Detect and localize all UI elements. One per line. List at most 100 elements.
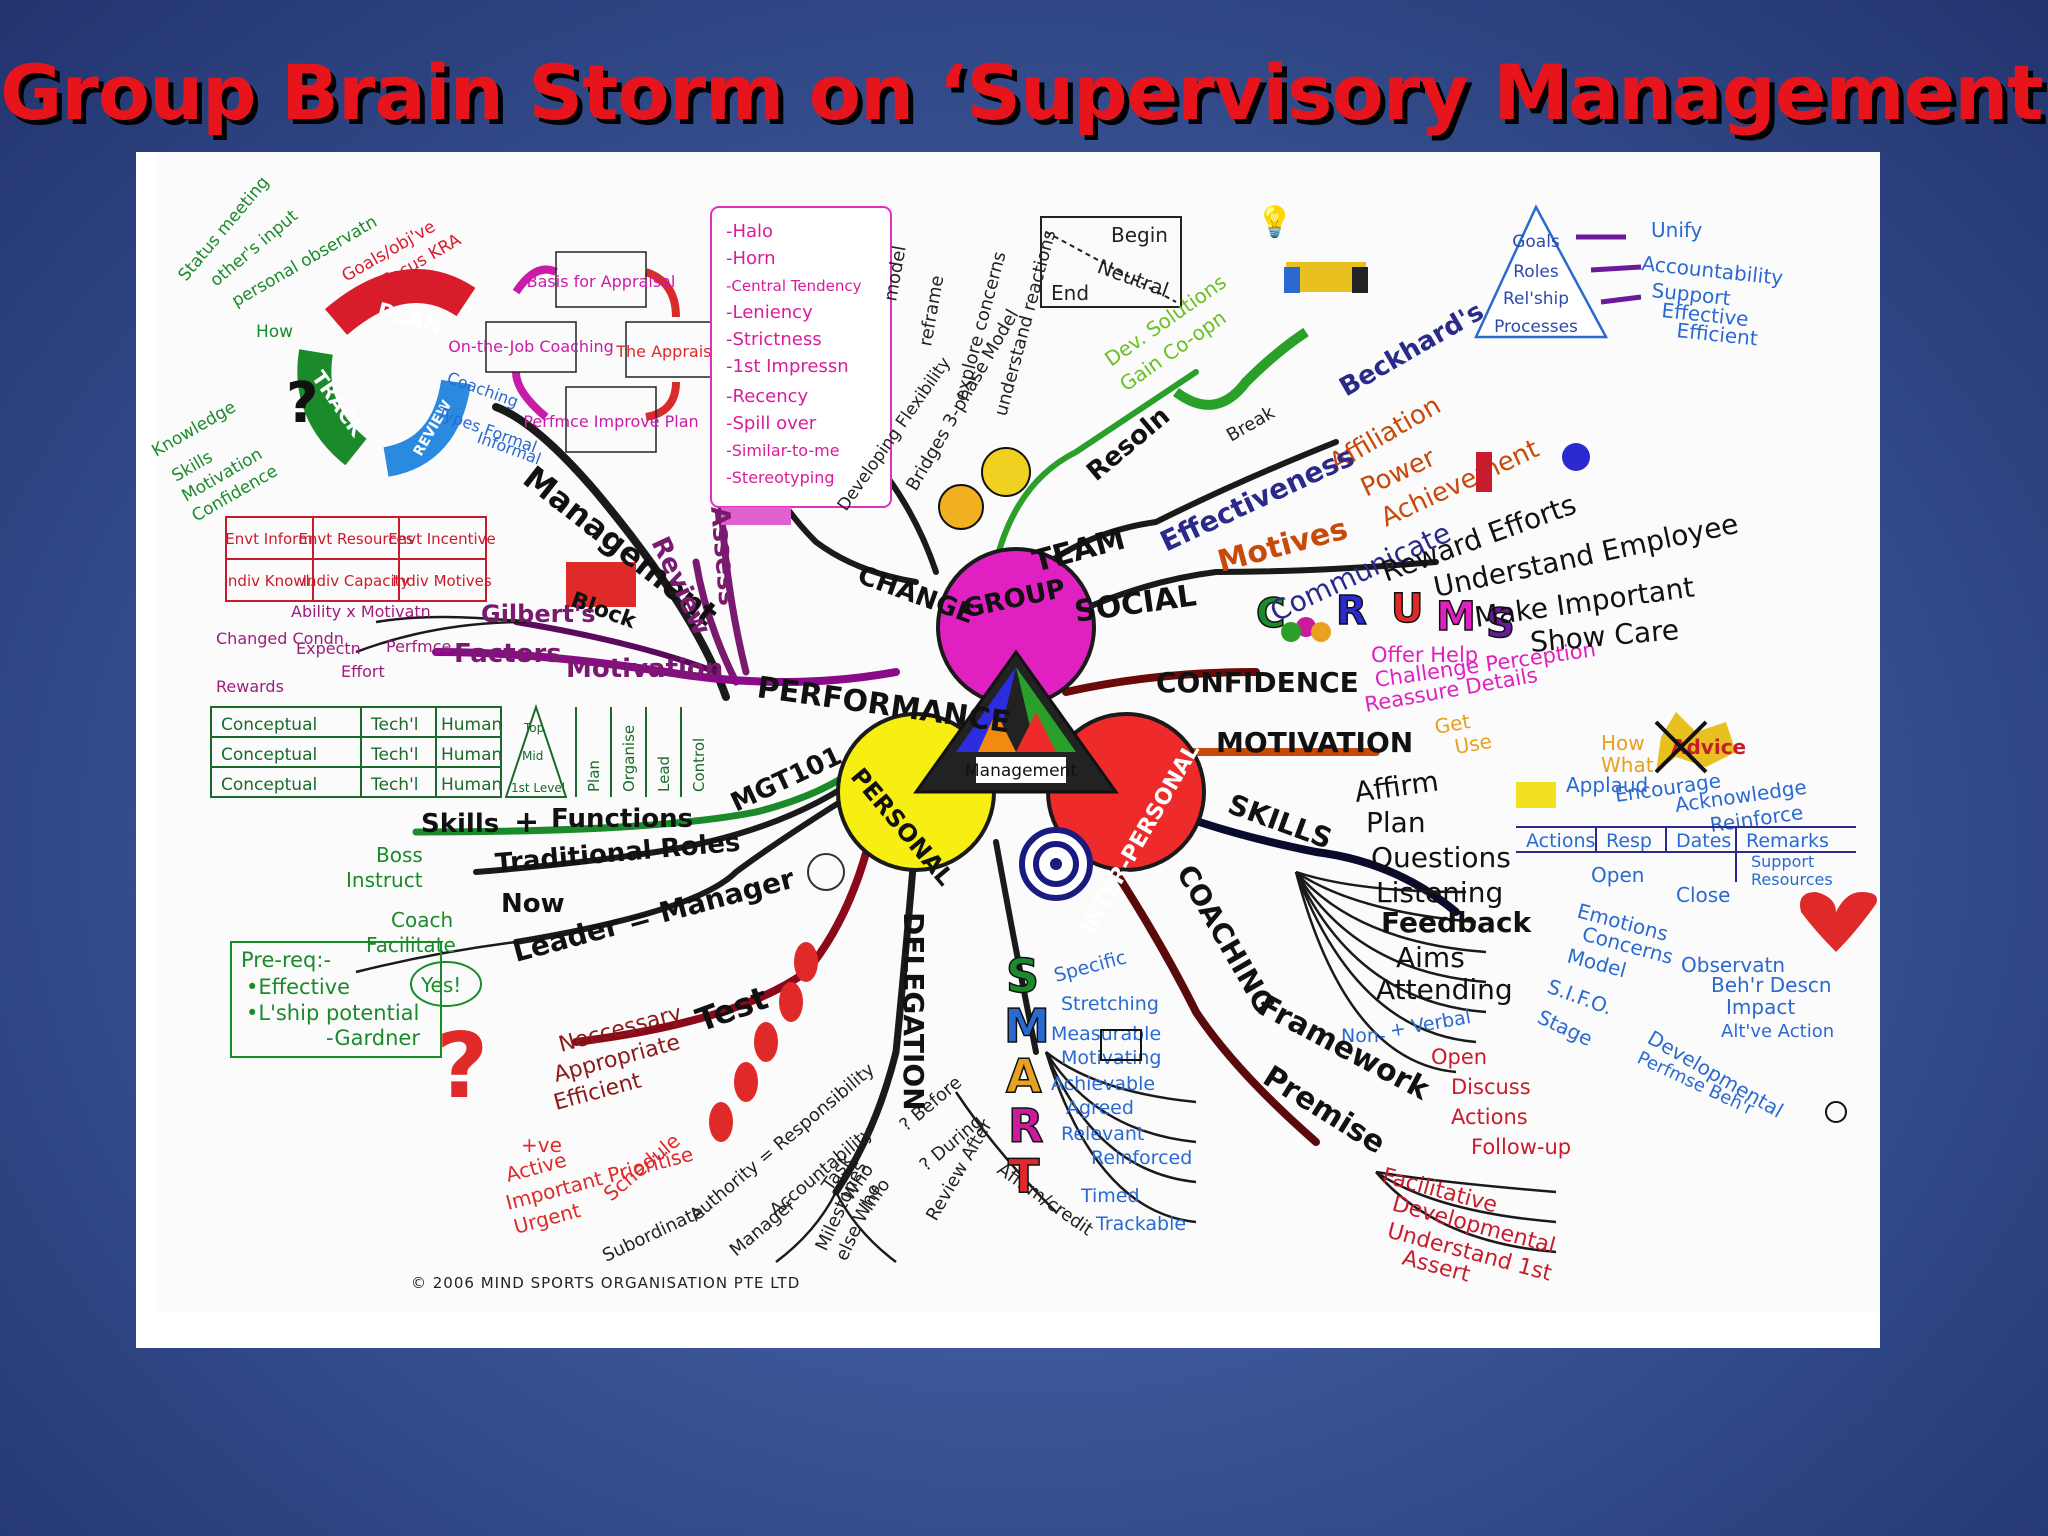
svg-text:Listening: Listening bbox=[1376, 876, 1503, 909]
block-icon bbox=[566, 562, 636, 607]
appraisal-the: The Appraisal bbox=[615, 342, 726, 361]
slide-title: Group Brain Storm on ‘Supervisory Manage… bbox=[0, 48, 2048, 137]
svg-text:Envt Incentive: Envt Incentive bbox=[388, 530, 496, 548]
svg-text:Envt Resources: Envt Resources bbox=[298, 530, 413, 548]
tri-orange bbox=[978, 712, 1016, 752]
label-motivation-right: MOTIVATION bbox=[1216, 726, 1413, 759]
label-plus: + bbox=[514, 805, 539, 840]
svg-text:Actions: Actions bbox=[1526, 830, 1595, 852]
svg-text:Pre-req:-: Pre-req:- bbox=[241, 948, 331, 972]
svg-text:Questions: Questions bbox=[1371, 841, 1511, 874]
svg-text:1st Level: 1st Level bbox=[511, 781, 565, 795]
svg-text:Motivating: Motivating bbox=[1061, 1047, 1161, 1069]
footprints-icon bbox=[709, 942, 818, 1142]
svg-text:M: M bbox=[1004, 999, 1050, 1053]
rosette-icon bbox=[1562, 443, 1590, 471]
svg-text:Offer Help: Offer Help bbox=[1371, 643, 1478, 667]
svg-text:Remarks: Remarks bbox=[1746, 830, 1829, 852]
svg-text:Mid: Mid bbox=[522, 749, 543, 763]
svg-text:A: A bbox=[1006, 1049, 1042, 1103]
roles: Boss Instruct Coach Facilitate Yes! bbox=[346, 843, 482, 1007]
svg-text:R: R bbox=[1008, 1099, 1043, 1153]
svg-text:Lead: Lead bbox=[655, 756, 673, 792]
svg-text:•L'ship potential: •L'ship potential bbox=[246, 1001, 419, 1025]
appraisal-pip: Perfmce Improve Plan bbox=[523, 412, 698, 431]
svg-text:R: R bbox=[1336, 588, 1367, 634]
bias-list: -Halo -Horn -Central Tendency -Leniency … bbox=[710, 206, 892, 525]
svg-text:U: U bbox=[1391, 586, 1423, 632]
branch-smart bbox=[993, 839, 1039, 1055]
label-now: Now bbox=[501, 889, 565, 919]
svg-text:Impact: Impact bbox=[1726, 995, 1795, 1019]
svg-text:Conceptual: Conceptual bbox=[221, 775, 317, 795]
svg-text:Aims: Aims bbox=[1396, 941, 1465, 974]
svg-text:Relevant: Relevant bbox=[1061, 1123, 1144, 1145]
prereq-box: Pre-req:- •Effective •L'ship potential -… bbox=[230, 941, 442, 1058]
svg-text:Plan: Plan bbox=[585, 760, 603, 792]
svg-text:Plan: Plan bbox=[1366, 806, 1426, 839]
track-arc bbox=[297, 349, 368, 466]
center-label-bg bbox=[976, 757, 1066, 783]
svg-text:-Strictness: -Strictness bbox=[726, 329, 822, 350]
svg-text:Observatn: Observatn bbox=[1681, 953, 1785, 977]
svg-text:Human: Human bbox=[441, 715, 502, 735]
svg-text:-Horn: -Horn bbox=[726, 248, 776, 269]
face-icon bbox=[981, 447, 1031, 497]
branch-resoln bbox=[993, 369, 1199, 565]
svg-text:T: T bbox=[1008, 1149, 1040, 1203]
face-icon-2 bbox=[938, 484, 984, 530]
svg-text:Facilitate: Facilitate bbox=[366, 933, 456, 957]
branch-leader bbox=[513, 789, 859, 945]
svg-text:Begin: Begin bbox=[1111, 223, 1168, 247]
appraisal-ojt: On-the-Job Coaching bbox=[448, 337, 614, 356]
svg-text:Non-: Non- bbox=[1341, 1025, 1386, 1047]
red-question-icon: ? bbox=[436, 1014, 488, 1119]
svg-text:Tech'l: Tech'l bbox=[370, 745, 418, 765]
label-functions: Functions bbox=[551, 804, 693, 834]
svg-text:Human: Human bbox=[441, 745, 502, 765]
crums: C R U M S bbox=[1255, 585, 1515, 648]
svg-text:Rewards: Rewards bbox=[216, 677, 284, 696]
svg-text:Open: Open bbox=[1431, 1045, 1487, 1069]
svg-text:End: End bbox=[1051, 281, 1089, 305]
branch-gilberts bbox=[513, 619, 719, 675]
svg-text:Timed: Timed bbox=[1080, 1185, 1140, 1207]
svg-text:Actions: Actions bbox=[1451, 1105, 1528, 1129]
svg-text:Top: Top bbox=[523, 721, 544, 735]
trophy-icon bbox=[1476, 452, 1492, 492]
svg-text:Instruct: Instruct bbox=[346, 868, 423, 892]
svg-text:Rel'ship: Rel'ship bbox=[1503, 289, 1569, 309]
svg-text:Roles: Roles bbox=[1513, 262, 1559, 282]
svg-text:-Central Tendency: -Central Tendency bbox=[726, 277, 862, 295]
svg-text:Indiv Capacity: Indiv Capacity bbox=[303, 572, 410, 590]
svg-text:-Spill over: -Spill over bbox=[726, 413, 817, 434]
paper-icon bbox=[1100, 1029, 1142, 1061]
svg-text:Processes: Processes bbox=[1494, 317, 1578, 337]
branch-performance bbox=[432, 648, 900, 686]
svg-text:Tech'l: Tech'l bbox=[370, 715, 418, 735]
motivation-items: Get Use How What Advice Applaud Encourag… bbox=[1433, 709, 1808, 837]
svg-text:Agreed: Agreed bbox=[1066, 1097, 1134, 1119]
copyright: © 2006 MIND SPORTS ORGANISATION PTE LTD bbox=[411, 1274, 800, 1292]
svg-text:Close: Close bbox=[1676, 883, 1730, 907]
svg-text:Envt Inform: Envt Inform bbox=[225, 530, 312, 548]
svg-text:Feedback: Feedback bbox=[1381, 906, 1533, 939]
center-hubs: Management GROUP PERSONAL INTER-PERSONAL bbox=[836, 547, 1206, 938]
svg-text:Tech'l: Tech'l bbox=[370, 775, 418, 795]
svg-text:Human: Human bbox=[441, 775, 502, 795]
branch-team bbox=[1033, 439, 1339, 575]
plan-arc bbox=[324, 269, 476, 336]
svg-text:Unify: Unify bbox=[1651, 218, 1703, 242]
svg-text:Effort: Effort bbox=[341, 662, 385, 681]
label-delegation: DELEGATION bbox=[897, 912, 930, 1111]
svg-text:-Similar-to-me: -Similar-to-me bbox=[726, 441, 840, 460]
branch-coaching bbox=[1092, 838, 1320, 1146]
svg-text:Attending: Attending bbox=[1376, 973, 1513, 1006]
smart: S M A R T Specific Stretching Measurable… bbox=[1003, 946, 1192, 1235]
tri-red bbox=[1016, 712, 1056, 752]
svg-text:-Recency: -Recency bbox=[726, 386, 809, 407]
svg-text:Perfmce: Perfmce bbox=[386, 637, 451, 656]
svg-text:-1st Impressn: -1st Impressn bbox=[726, 356, 849, 377]
branch-review bbox=[692, 558, 740, 686]
label-confidence: CONFIDENCE bbox=[1156, 666, 1359, 699]
